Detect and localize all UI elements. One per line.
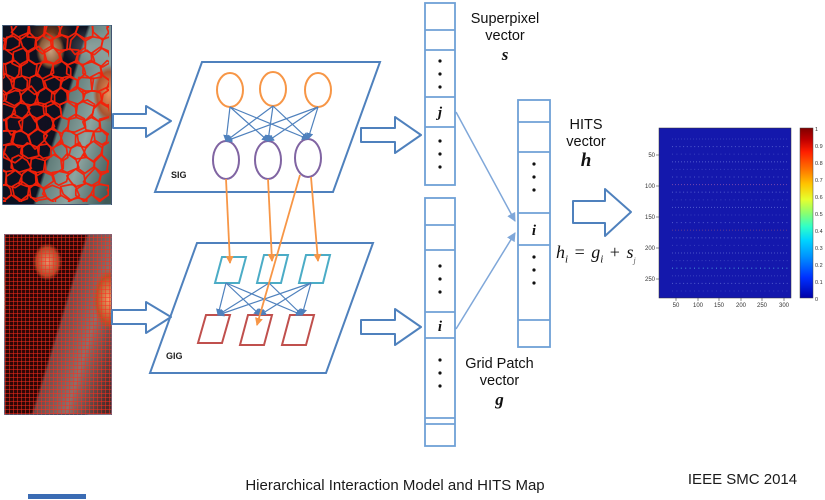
y-tick: 250 [645,277,656,283]
arrow-sig-to-svector [360,116,422,154]
colorbar-tick: 0.2 [815,263,823,269]
hits-map-speckles [672,138,789,292]
hits-vector-symbol: h [580,150,592,171]
gig-upper-patches [213,254,332,284]
eq-plus: + [609,242,620,262]
hits-vector-label-line1: HITS [569,117,603,133]
colorbar: 1 0.9 0.8 0.7 0.6 0.5 0.4 0.3 0.2 0.1 0 [799,127,823,303]
slide-edge-fragment [28,494,86,499]
arrow-hits-to-map [572,188,632,237]
y-tick: 200 [645,246,656,252]
sig-to-gig-arrows [225,174,322,326]
arrow-photo2-to-gig [111,301,172,334]
colorbar-tick: 0.9 [815,144,823,150]
colorbar-tick: 1 [815,127,818,133]
eq-term1-sub: i [600,253,604,266]
venue-label: IEEE SMC 2014 [687,471,798,488]
x-tick: 100 [693,303,704,309]
colorbar-tick: 0.8 [815,161,823,167]
x-tick: 50 [673,303,680,309]
y-tick: 50 [648,153,655,159]
gig-connections [216,282,312,317]
hits-map-axis-ticks [656,154,785,301]
sig-graph-panel [153,61,382,193]
x-tick: 200 [736,303,747,309]
merge-arrows [455,111,516,330]
colorbar-tick: 0.6 [815,195,823,201]
colorbar-tick: 0 [815,297,818,303]
eq-equals: = [574,242,585,262]
hits-vector-label-line2: vector [566,134,606,150]
sig-lower-nodes [212,138,322,180]
sig-label: SIG [171,170,187,180]
gig-lower-patches [196,314,316,346]
grid-vector-label-line2: vector [479,373,520,389]
hits-equation: hi = gi + sj [556,242,636,266]
arrow-photo1-to-sig [112,105,172,138]
eq-term1: g [591,242,601,262]
superpixel-vector-label: Superpixel vector s [455,11,555,64]
grid-vector-label-line1: Grid Patch [465,356,534,372]
figure-title: Hierarchical Interaction Model and HITS … [245,477,545,494]
eq-lhs-sub: i [565,253,569,266]
colorbar-tick: 0.5 [815,212,823,218]
grid-vector-label: Grid Patch vector g [452,356,547,409]
superpixel-vector-label-line2: vector [485,28,525,44]
sig-superpixel-nodes [216,71,332,108]
gig-label: GIG [166,351,183,361]
arrow-gig-to-gvector [360,308,422,346]
hits-index-cell: i [532,223,537,239]
eq-term2: s [626,242,634,262]
superpixel-grid-vector-column [424,2,456,447]
x-tick: 150 [714,303,725,309]
colorbar-tick: 0.4 [815,229,823,235]
colorbar-tick: 0.3 [815,246,823,252]
hits-map: 50 100 150 200 250 50 100 150 200 250 30… [645,127,792,309]
eq-term2-sub: j [633,255,636,265]
grid-patch-photo [4,234,112,415]
eq-lhs: h [556,242,565,262]
x-tick: 300 [779,303,790,309]
superpixel-photo [2,25,112,205]
x-tick: 250 [757,303,768,309]
superpixel-vector-symbol: s [501,45,509,64]
y-tick: 150 [645,215,656,221]
grid-index-cell: i [438,319,443,335]
gig-graph-panel [148,242,375,374]
hits-vector-column [517,99,551,348]
vector-ellipsis-dots [438,59,536,388]
colorbar-tick: 0.7 [815,178,823,184]
superpixel-index-cell: j [436,105,443,121]
sig-connections [223,105,319,143]
grid-vector-symbol: g [495,390,504,409]
hits-vector-label: HITS vector h [550,117,622,170]
y-tick: 100 [645,184,656,190]
colorbar-tick: 0.1 [815,280,823,286]
superpixel-vector-label-line1: Superpixel [470,11,540,27]
